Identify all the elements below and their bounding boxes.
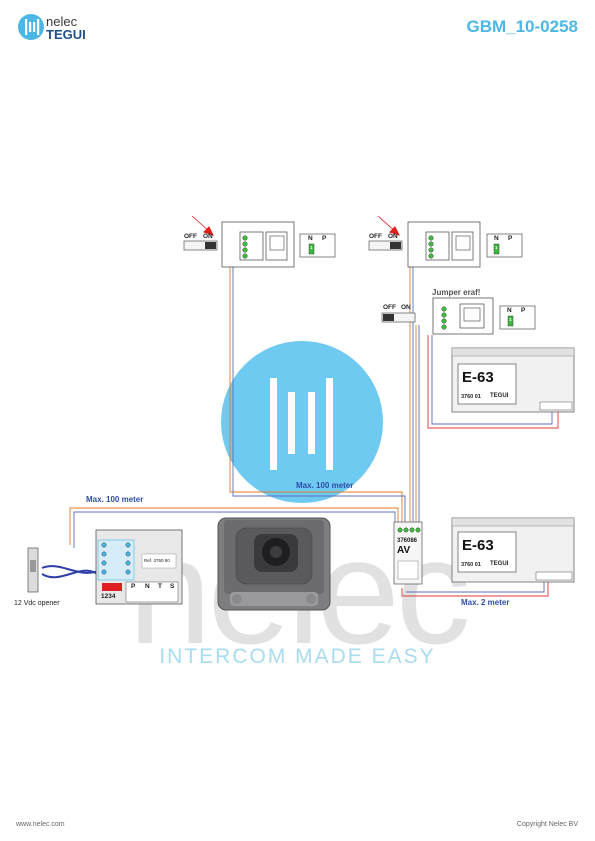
distributor: [393, 521, 423, 585]
wire-opener-2: [41, 569, 101, 579]
module-1-jumper: 1: [310, 245, 313, 250]
label-max-100-left: Max. 100 meter: [86, 495, 144, 504]
module-2-p: P: [508, 235, 513, 242]
power-unit-2-model: E-63: [462, 537, 494, 554]
label-max-2: Max. 2 meter: [461, 598, 510, 607]
module-np-2: [486, 233, 523, 258]
wire-power1-blue: [431, 335, 553, 425]
footer-website[interactable]: www.nelec.com: [16, 821, 65, 828]
monitor-1: [221, 221, 295, 268]
controller-col-s: S: [170, 583, 175, 590]
nelec-logo-icon: [18, 14, 44, 40]
module-3-p: P: [521, 307, 526, 314]
controller-col-p: P: [131, 583, 136, 590]
arrow-icon-1: [191, 215, 214, 236]
power-unit-2-brand: TEGUI: [490, 561, 509, 567]
module-2-jumper: 1: [495, 245, 498, 250]
power-unit-1-model: E-63: [462, 369, 494, 386]
wire-monitor1-orange: [229, 252, 403, 522]
document-code: GBM_10-0258: [466, 17, 578, 36]
wire-power2-blue: [406, 582, 545, 593]
arrow-icon-2: [377, 215, 400, 236]
distributor-label: AV: [397, 545, 411, 556]
jumper-note: Jumper eraf!: [432, 288, 481, 297]
wire-monitor1-blue: [232, 252, 406, 522]
module-2-n: N: [494, 235, 499, 242]
switch-2: [368, 240, 403, 251]
distributor-code: 376086: [397, 538, 418, 544]
switch-1-off: OFF: [184, 233, 197, 240]
switch-3-off: OFF: [383, 304, 396, 311]
switch-1-on: ON: [203, 233, 213, 240]
wire-controller-orange: [69, 507, 399, 545]
module-np-3: [499, 305, 536, 330]
power-unit-1-code: 3760 01: [461, 394, 481, 400]
power-unit-2: [451, 517, 575, 583]
watermark-tagline: INTERCOM MADE EASY: [159, 645, 436, 668]
logo-name: nelec: [46, 14, 78, 29]
power-unit-1: [451, 347, 575, 413]
wire-controller-blue: [73, 511, 396, 548]
module-3-jumper: 1: [509, 317, 512, 322]
wire-power2-red: [401, 582, 549, 597]
footer-copyright: Copyright Nelec BV: [516, 821, 578, 828]
logo-brand: TEGUI: [46, 27, 86, 42]
opener-label: 12 Vdc opener: [14, 600, 60, 607]
wire-power1-red: [427, 335, 559, 429]
switch-3-on: ON: [401, 304, 411, 311]
watermark-logo-icon: [221, 341, 383, 503]
power-unit-1-brand: TEGUI: [490, 393, 509, 399]
controller-col-n: N: [145, 583, 150, 590]
monitor-3: [432, 297, 494, 335]
module-3-n: N: [507, 307, 512, 314]
switch-2-on: ON: [388, 233, 398, 240]
monitor-2: [407, 221, 481, 268]
switch-2-off: OFF: [369, 233, 382, 240]
label-max-100-top: Max. 100 meter: [296, 481, 354, 490]
controller-ref: Ref. 3760 90: [144, 558, 170, 563]
door-opener-icon: [27, 547, 39, 593]
switch-3: [381, 312, 416, 323]
module-np-1: [299, 233, 336, 258]
wires: [41, 252, 559, 597]
module-1-n: N: [308, 235, 313, 242]
power-unit-2-code: 3760 01: [461, 562, 481, 568]
switch-1: [183, 240, 218, 251]
controller-col-t: T: [158, 583, 162, 590]
module-1-p: P: [322, 235, 327, 242]
controller-digits: 1234: [101, 593, 116, 600]
door-panel: [217, 517, 331, 611]
controller: [95, 529, 183, 605]
